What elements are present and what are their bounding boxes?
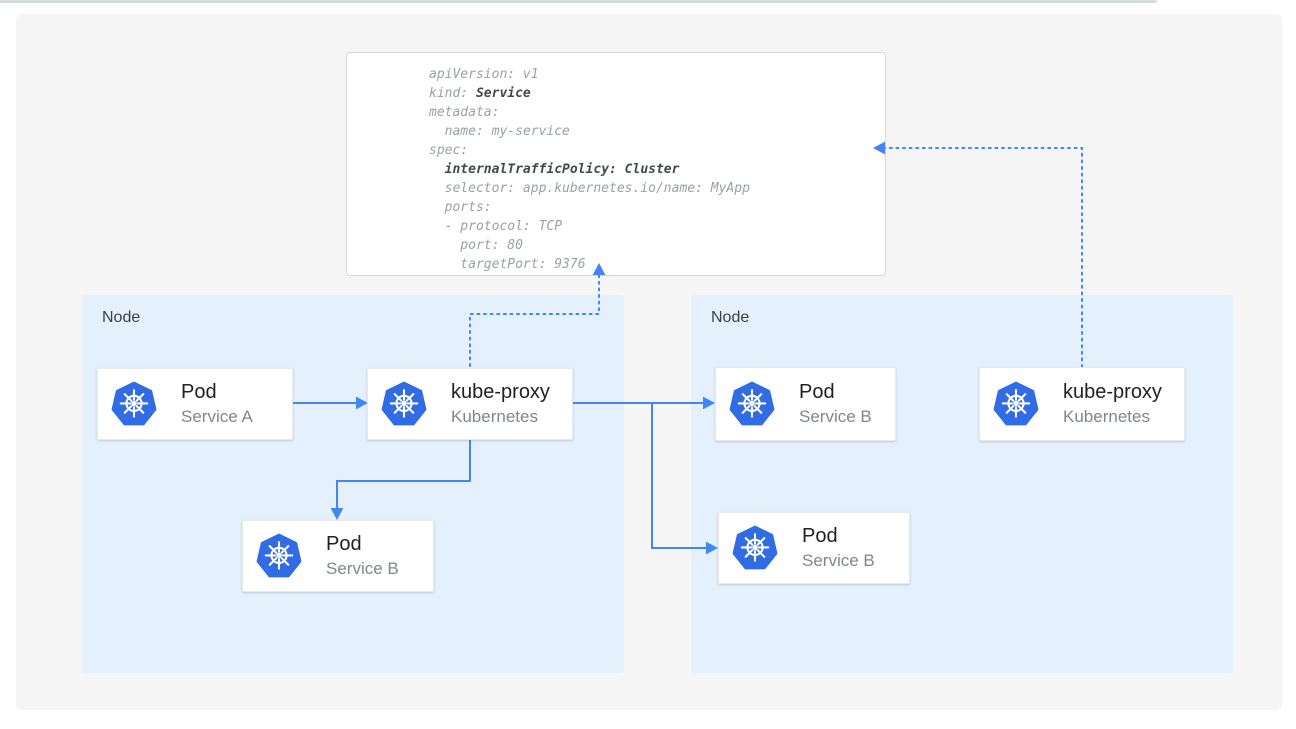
yaml-code-panel: apiVersion: v1 kind: Service metadata: n…	[346, 52, 886, 276]
card-title: Pod	[326, 533, 362, 555]
card-title: Pod	[799, 381, 835, 403]
code-line: spec:	[429, 143, 469, 158]
top-divider-line	[0, 0, 1157, 3]
card-title: kube-proxy	[1063, 381, 1162, 403]
card-pod-service-b-right-bottom: Pod Service B	[718, 512, 910, 584]
card-subtitle: Kubernetes	[451, 407, 538, 426]
card-kube-proxy-left: kube-proxy Kubernetes	[367, 368, 573, 440]
kubernetes-icon	[993, 381, 1039, 427]
card-subtitle: Service A	[181, 407, 253, 426]
card-subtitle: Service B	[326, 559, 399, 578]
card-pod-service-a: Pod Service A	[97, 368, 293, 440]
code-line: apiVersion: v1	[429, 67, 539, 82]
kubernetes-icon	[256, 533, 302, 579]
card-pod-service-b-left: Pod Service B	[242, 520, 434, 592]
node-right: Node	[691, 295, 1233, 673]
kubernetes-icon	[111, 381, 157, 427]
card-title: Pod	[181, 381, 217, 403]
code-line: selector: app.kubernetes.io/name: MyApp	[429, 181, 750, 196]
code-line: metadata:	[429, 105, 500, 120]
card-subtitle: Service B	[799, 407, 872, 426]
node-label: Node	[102, 309, 141, 326]
kubernetes-icon	[732, 525, 778, 571]
code-line: kind: Service	[429, 86, 531, 101]
card-subtitle: Kubernetes	[1063, 407, 1150, 426]
code-line: ports:	[429, 200, 492, 215]
card-title: kube-proxy	[451, 381, 550, 403]
code-line: port: 80	[429, 238, 523, 253]
card-pod-service-b-right-top: Pod Service B	[715, 367, 896, 441]
code-line: internalTrafficPolicy: Cluster	[444, 162, 680, 177]
card-title: Pod	[802, 525, 838, 547]
node-label: Node	[711, 309, 750, 326]
kubernetes-icon	[729, 381, 775, 427]
card-subtitle: Service B	[802, 551, 875, 570]
diagram-panel: apiVersion: v1 kind: Service metadata: n…	[16, 14, 1282, 710]
kubernetes-icon	[381, 381, 427, 427]
code-line: - protocol: TCP	[429, 219, 563, 234]
code-line: name: my-service	[429, 124, 570, 139]
node-left: Node	[82, 295, 624, 673]
code-line: targetPort: 9376	[429, 257, 586, 272]
card-kube-proxy-right: kube-proxy Kubernetes	[979, 367, 1185, 441]
